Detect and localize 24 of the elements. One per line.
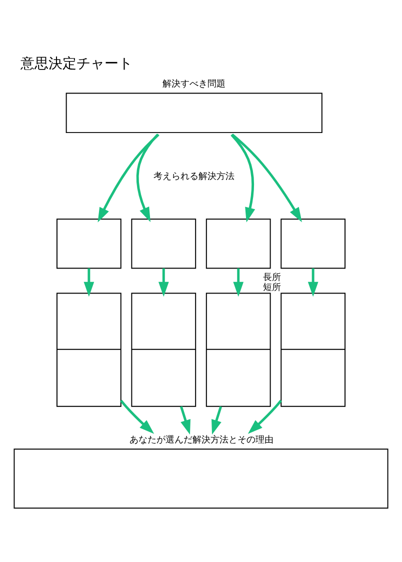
arrow — [233, 268, 244, 296]
arrow — [212, 406, 222, 434]
arrow — [180, 406, 190, 434]
arrow — [308, 268, 318, 296]
node-box — [206, 218, 271, 268]
arrow — [84, 268, 94, 296]
arrow — [230, 133, 256, 222]
node-box — [14, 448, 388, 508]
node-box — [66, 92, 322, 133]
arrow — [136, 133, 159, 222]
node-label: あなたが選んだ解決方法とその理由 — [130, 434, 274, 445]
node-label: 短所 — [262, 282, 281, 293]
arrow — [232, 133, 302, 222]
node-label: 解決すべき問題 — [162, 79, 226, 90]
node-box — [131, 218, 196, 268]
arrow — [158, 268, 169, 296]
node-label: 長所 — [262, 272, 281, 283]
label: 考えられる解決方法 — [154, 171, 235, 182]
node-box — [56, 218, 122, 268]
arrow — [248, 399, 282, 434]
diagram-title: 意思決定チャート — [20, 55, 133, 72]
arrow — [120, 399, 154, 434]
arrow — [98, 133, 160, 222]
node-box — [280, 218, 346, 268]
